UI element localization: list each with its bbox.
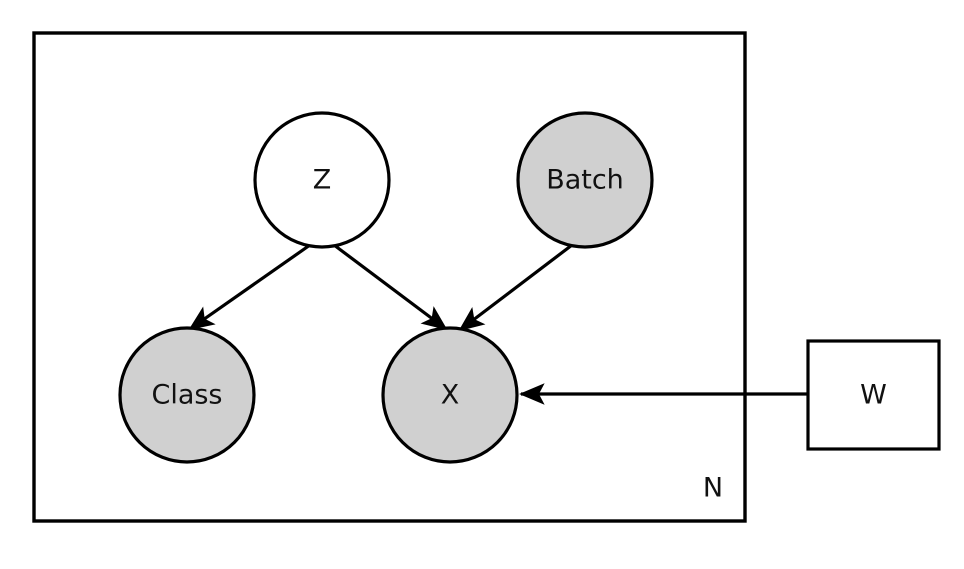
node-batch[interactable]: Batch — [516, 111, 654, 249]
node-z[interactable]: Z — [253, 111, 391, 249]
node-w[interactable]: W — [806, 339, 941, 451]
node-class[interactable]: Class — [118, 326, 256, 464]
node-z-circle[interactable] — [253, 111, 391, 249]
node-x-circle[interactable] — [381, 326, 519, 464]
node-batch-label: Batch — [546, 165, 624, 196]
node-w-label: W — [860, 380, 887, 411]
node-batch-circle[interactable] — [516, 111, 654, 249]
node-class-circle[interactable] — [118, 326, 256, 464]
node-class-label: Class — [151, 380, 222, 411]
edge-batch-to-x — [458, 240, 577, 332]
edge-z-to-x — [333, 243, 448, 331]
node-x-label: X — [441, 380, 460, 411]
node-x[interactable]: X — [381, 326, 519, 464]
node-w-rect[interactable] — [806, 339, 941, 451]
plate-count-label: N — [703, 473, 723, 504]
plate-boundary — [32, 31, 747, 523]
edge-z-to-class — [188, 243, 311, 331]
node-z-label: Z — [313, 165, 332, 196]
